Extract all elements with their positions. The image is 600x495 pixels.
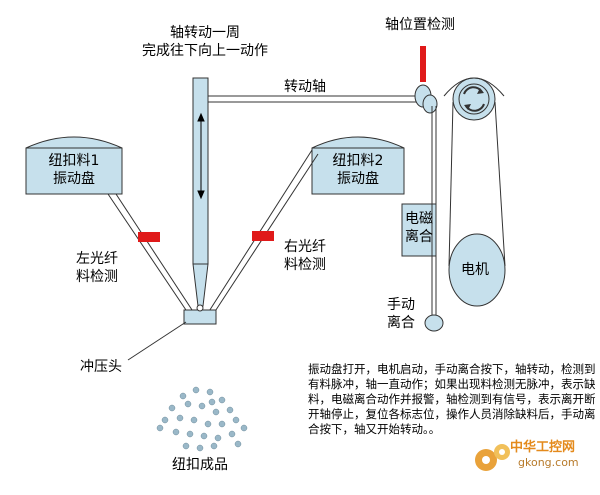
finished-button [198, 402, 206, 410]
punch-head [183, 309, 217, 325]
rotating-shaft [208, 95, 418, 103]
finished-button [200, 432, 208, 440]
finished-button [190, 416, 198, 424]
finished-button [179, 392, 187, 400]
finished-button [172, 428, 180, 436]
motor-label: 电机 [461, 262, 489, 278]
finished-button [182, 442, 190, 450]
finished-button [208, 398, 216, 406]
manual-clutch-label: 手动 离合 [387, 297, 415, 331]
finished-button [234, 440, 242, 448]
finished-button [184, 400, 192, 408]
finished-button [226, 406, 234, 414]
shaft-position-sensor [420, 46, 426, 82]
finished-button [218, 396, 226, 404]
right-fiber-sensor [252, 231, 274, 241]
rotating-shaft-label: 转动轴 [284, 79, 326, 95]
finished-button [214, 434, 222, 442]
drive-pulley [452, 77, 496, 121]
finished-button [161, 416, 169, 424]
finished-button [176, 414, 184, 422]
right-sensor-label: 右光纤 料检测 [284, 239, 326, 273]
feed-track-left [107, 193, 197, 317]
gear-icon [475, 444, 510, 471]
em-clutch-label: 电磁 离合 [405, 211, 433, 245]
finished-button [218, 420, 226, 428]
watermark-brand: 中华工控网 [510, 440, 576, 455]
finished-buttons-pile [156, 386, 248, 452]
finished-button [156, 424, 164, 432]
up-down-arrow [197, 112, 205, 200]
process-description: 振动盘打开，电机启动，手动离合按下，轴转动，检测到有料脉冲，轴一直动作；如果出现… [308, 362, 596, 436]
manual-clutch-knob [424, 314, 444, 332]
finished-button [210, 442, 218, 450]
finished-button [196, 444, 204, 452]
finished-buttons-label: 纽扣成品 [172, 457, 228, 473]
finished-button [204, 420, 212, 428]
bowl-1-label: 纽扣料1 振动盘 [48, 153, 100, 187]
finished-button [192, 386, 200, 394]
vibration-bowl-2 [311, 136, 405, 195]
watermark-logo: 中华工控网 gkong.com [470, 436, 596, 480]
bowl-2-label: 纽扣料2 振动盘 [332, 153, 384, 187]
vibration-bowl-1 [25, 136, 123, 195]
motor [448, 233, 506, 307]
finished-button [240, 424, 248, 432]
finished-button [228, 430, 236, 438]
finished-button [212, 408, 220, 416]
finished-button [168, 404, 176, 412]
finished-button [232, 416, 240, 424]
watermark-url: gkong.com [518, 456, 579, 469]
left-sensor-label: 左光纤 料检测 [76, 251, 118, 285]
em-clutch [401, 203, 437, 257]
finished-button [206, 388, 214, 396]
shaft-detect-label: 轴位置检测 [385, 17, 455, 33]
finished-button [186, 430, 194, 438]
punch-head-label: 冲压头 [80, 359, 122, 375]
left-fiber-sensor [138, 232, 160, 242]
drive-belt [443, 77, 506, 267]
shaft-rotation-label: 轴转动一周 完成往下向上一动作 [142, 25, 268, 59]
